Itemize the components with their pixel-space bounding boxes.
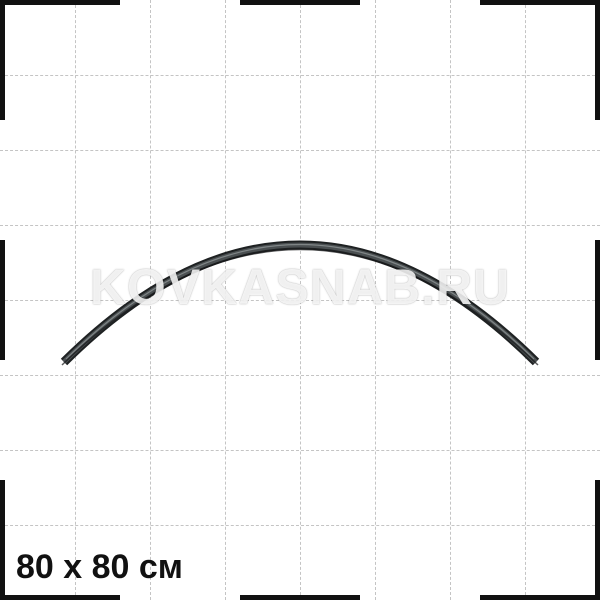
- grid-line-vertical: [75, 0, 76, 600]
- grid-line-vertical: [525, 0, 526, 600]
- frame-mark-top: [480, 0, 600, 5]
- grid-line-vertical: [300, 0, 301, 600]
- grid-line-vertical: [450, 0, 451, 600]
- dimensions-label: 80 x 80 см: [16, 548, 183, 586]
- frame-mark-left: [0, 240, 5, 360]
- frame-mark-left: [0, 480, 5, 600]
- frame-mark-left: [0, 0, 5, 120]
- frame-mark-top: [0, 0, 120, 5]
- frame-mark-bottom: [480, 595, 600, 600]
- frame-mark-right: [595, 240, 600, 360]
- frame-mark-right: [595, 0, 600, 120]
- frame-mark-bottom: [0, 595, 120, 600]
- frame-mark-bottom: [240, 595, 360, 600]
- frame-mark-right: [595, 480, 600, 600]
- grid-line-vertical: [225, 0, 226, 600]
- grid-line-vertical: [375, 0, 376, 600]
- grid-line-vertical: [150, 0, 151, 600]
- frame-mark-top: [240, 0, 360, 5]
- watermark: KOVKASNAB.RU: [89, 259, 511, 315]
